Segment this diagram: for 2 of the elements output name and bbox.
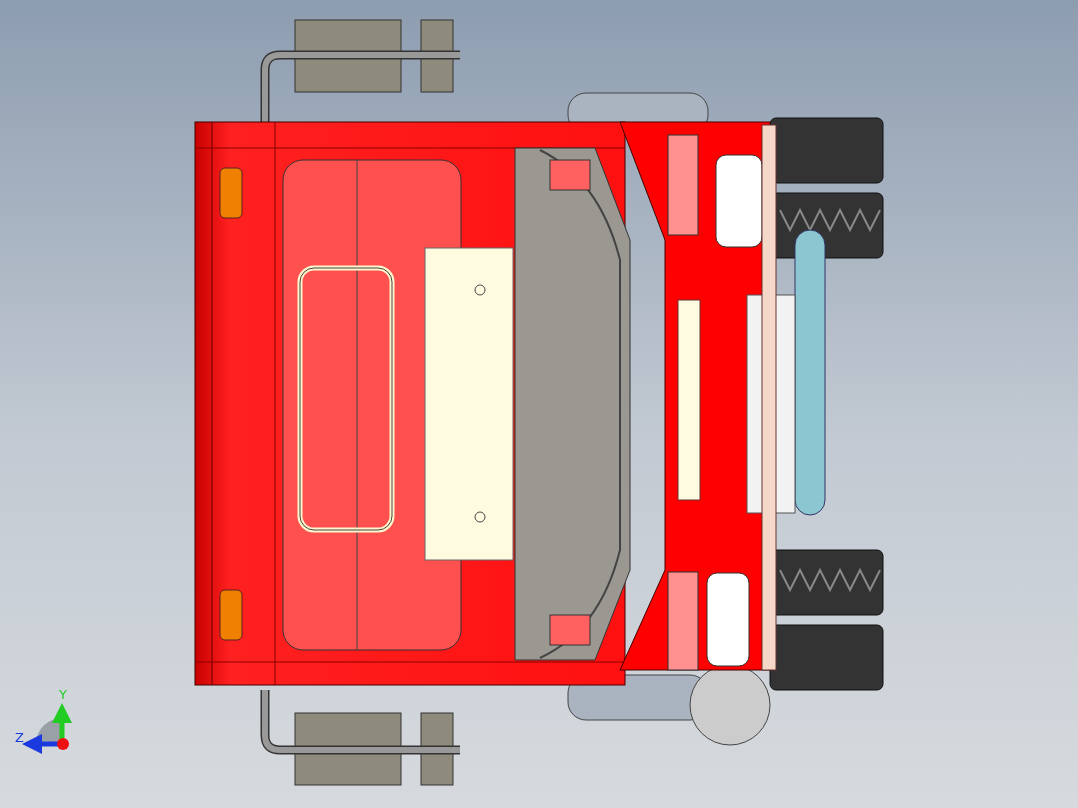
axis-label: Z (15, 731, 24, 745)
axis-label: Y (59, 688, 67, 702)
